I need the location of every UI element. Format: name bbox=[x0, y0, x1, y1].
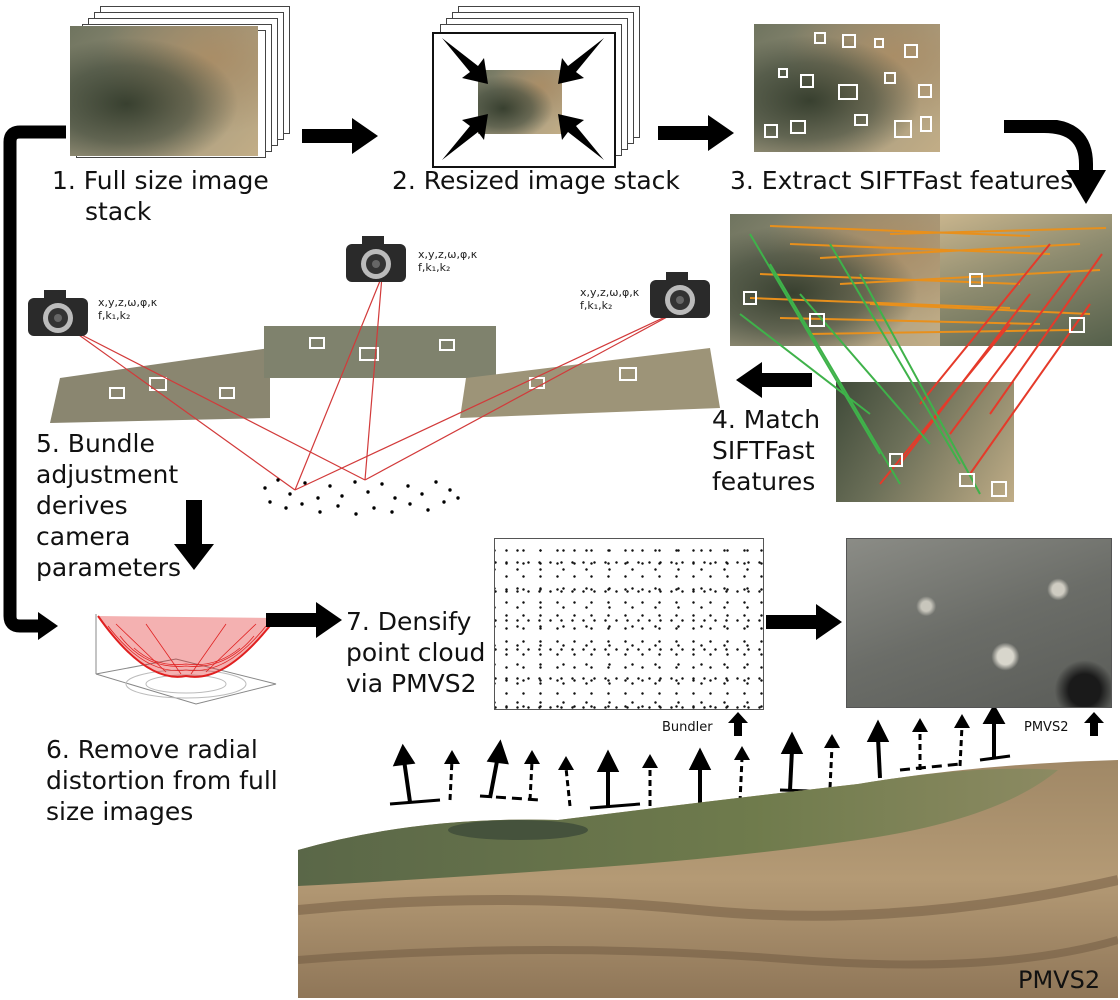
step7-label: 7. Densify point cloud via PMVS2 bbox=[346, 607, 486, 698]
step3-label: 3. Extract SIFTFast features bbox=[730, 166, 1074, 195]
arrow-right-icon bbox=[766, 604, 842, 640]
arrow-down-icon bbox=[174, 500, 214, 570]
pmvs2-dense-texture bbox=[846, 538, 1112, 708]
camera-icon bbox=[346, 236, 406, 282]
bundler-sparse-cloud bbox=[494, 538, 764, 710]
arrow-up-icon bbox=[728, 712, 748, 736]
camera-icon bbox=[28, 290, 88, 336]
camera-icon bbox=[650, 272, 710, 318]
step5-label: 5. Bundle adjustment derives camera para… bbox=[36, 429, 182, 582]
pmvs2-large-label: PMVS2 bbox=[1018, 966, 1101, 994]
arrow-left-icon bbox=[736, 362, 812, 398]
bundle-adjustment-scene bbox=[50, 275, 720, 516]
sift-feature-image bbox=[754, 24, 940, 152]
aerial-photo bbox=[70, 26, 258, 156]
arrow-right-icon bbox=[266, 602, 342, 638]
curved-arrow-icon bbox=[1004, 120, 1106, 204]
step2-label: 2. Resized image stack bbox=[392, 166, 680, 195]
arrow-right-icon bbox=[658, 115, 734, 151]
step4-label: 4. Match SIFTFast features bbox=[712, 405, 821, 496]
bundler-label: Bundler bbox=[662, 720, 713, 735]
radial-distortion-surface bbox=[95, 614, 277, 705]
pmvs2-small-label: PMVS2 bbox=[1024, 720, 1069, 735]
step1-label: 1. Full size image stack bbox=[52, 166, 269, 226]
match-lines bbox=[739, 225, 1107, 497]
resized-photo bbox=[478, 70, 562, 134]
shrink-arrows-icon bbox=[442, 38, 604, 160]
loop-arrow-icon bbox=[3, 125, 66, 640]
arrow-up-icon bbox=[1084, 712, 1104, 736]
dense-point-cloud-model bbox=[298, 760, 1118, 998]
arrow-right-icon bbox=[302, 118, 378, 154]
step6-label: 6. Remove radial distortion from full si… bbox=[46, 735, 278, 826]
sparse-point-cloud bbox=[263, 478, 460, 516]
